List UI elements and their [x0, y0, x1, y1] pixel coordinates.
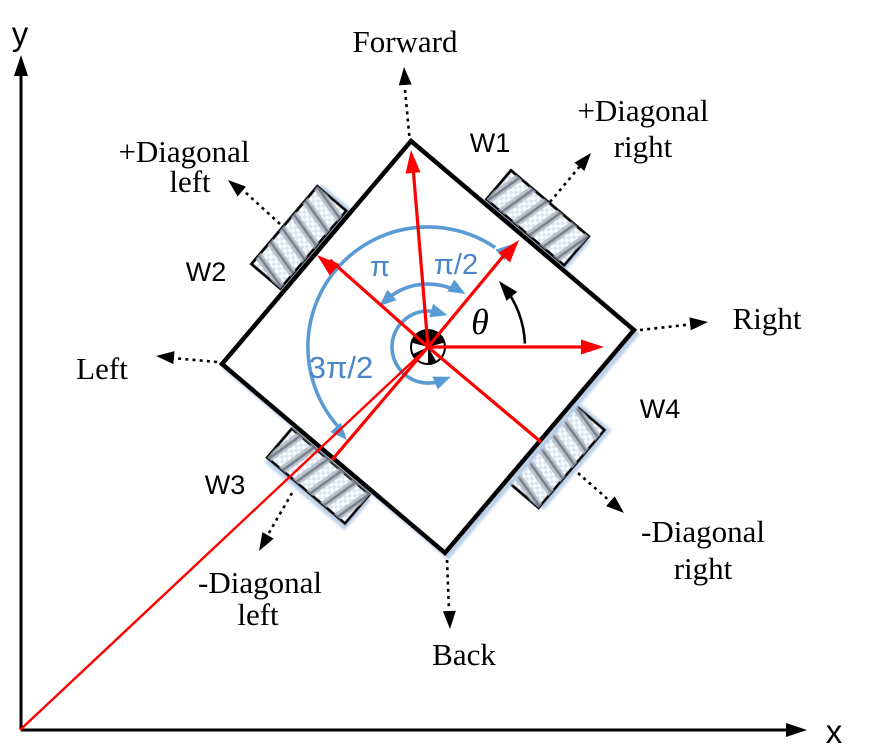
wheel-w4 — [507, 403, 607, 510]
wheel-w1 — [484, 168, 591, 268]
arc-theta-arrowhead-icon — [499, 281, 518, 301]
y-axis-arrowhead-icon — [14, 55, 28, 76]
labels: y x Forward Right Back Left +Diagonal ri… — [12, 15, 843, 750]
plus-diagonal-left-label-line1: +Diagonal — [118, 134, 249, 169]
forward-label: Forward — [352, 24, 458, 59]
dashed-arrow-left — [171, 356, 218, 364]
plus-diagonal-right-label-line2: right — [614, 129, 673, 164]
red-arrow-right-head-icon — [581, 339, 604, 355]
arc-three-pi-over-2-arrowhead-end-icon — [432, 376, 451, 390]
three-pi-over-2-angle-label: 3π/2 — [309, 350, 373, 385]
red-body-arrows — [19, 150, 604, 731]
wheel-w4-label: W4 — [640, 394, 681, 424]
back-label: Back — [432, 637, 496, 672]
red-arrow-diagonal-left — [328, 258, 430, 349]
red-line-to-wheel-w4 — [426, 345, 543, 444]
left-arrowhead-icon — [156, 351, 175, 365]
x-axis-arrowhead-icon — [786, 723, 807, 737]
center-wedge-bottom-right — [428, 347, 437, 364]
wheel-w3 — [265, 426, 372, 526]
wheel-w1-label: W1 — [470, 128, 511, 158]
plus-diagonal-left-label-line2: left — [169, 164, 211, 199]
theta-arc-group — [499, 281, 527, 344]
dashed-arrow-forward — [403, 89, 412, 144]
back-arrowhead-icon — [442, 610, 456, 629]
left-label: Left — [76, 351, 128, 386]
red-arrow-forward-head-icon — [405, 150, 421, 174]
arc-pi-over-2-arrowhead-left-icon — [379, 289, 397, 307]
wheel-w2 — [249, 184, 349, 291]
dashed-arrow-plus-diagonal-right — [549, 164, 582, 203]
wheel-w3-rollers — [267, 428, 370, 524]
dashed-direction-arrows — [156, 67, 708, 629]
red-arrow-diagonal-left-head-icon — [317, 255, 340, 276]
plus-diagonal-right-label-line1: +Diagonal — [577, 93, 708, 128]
wheel-w4-rollers — [509, 405, 605, 508]
minus-diagonal-left-label-line2: left — [237, 597, 279, 632]
wheel-w2-label: W2 — [186, 257, 227, 287]
world-axes — [14, 55, 807, 737]
dashed-arrow-plus-diagonal-left — [244, 191, 281, 225]
minus-diagonal-left-label-line1: -Diagonal — [198, 565, 322, 600]
wheel-w3-label: W3 — [205, 470, 246, 500]
wheel-w1-rollers — [486, 170, 589, 266]
forward-arrowhead-icon — [398, 67, 412, 86]
minus-diagonal-right-label-line1: -Diagonal — [641, 514, 765, 549]
right-label: Right — [733, 301, 802, 336]
dashed-arrow-back — [445, 559, 451, 611]
plus-diagonal-right-arrowhead-icon — [574, 153, 591, 171]
red-arrow-diagonal-right — [426, 252, 507, 349]
dashed-arrow-right — [639, 322, 695, 332]
pi-over-2-angle-label: π/2 — [434, 249, 478, 281]
dashed-arrow-minus-diagonal-left — [264, 492, 294, 539]
minus-diagonal-right-label-line2: right — [674, 551, 733, 586]
arc-three-pi-over-2-arrowhead-start-icon — [429, 303, 448, 318]
red-arrow-forward — [411, 166, 430, 348]
pi-angle-label: π — [370, 251, 390, 283]
y-axis-label: y — [12, 15, 29, 52]
arc-pi-over-2-arrowhead-right-icon — [447, 279, 466, 294]
x-axis-label: x — [826, 713, 843, 750]
red-line-to-wheel-w3 — [330, 345, 430, 462]
theta-angle-label: θ — [471, 302, 489, 342]
wheel-w2-rollers — [251, 186, 347, 289]
minus-diagonal-right-arrowhead-icon — [606, 496, 624, 513]
plus-diagonal-left-arrowhead-icon — [228, 180, 246, 197]
red-line-origin-to-center — [19, 346, 429, 731]
dashed-arrow-minus-diagonal-right — [577, 472, 613, 504]
red-arrow-diagonal-right-head-icon — [498, 240, 519, 263]
arc-three-pi-over-2 — [390, 309, 443, 385]
right-arrowhead-icon — [689, 317, 708, 331]
minus-diagonal-left-arrowhead-icon — [259, 532, 274, 551]
